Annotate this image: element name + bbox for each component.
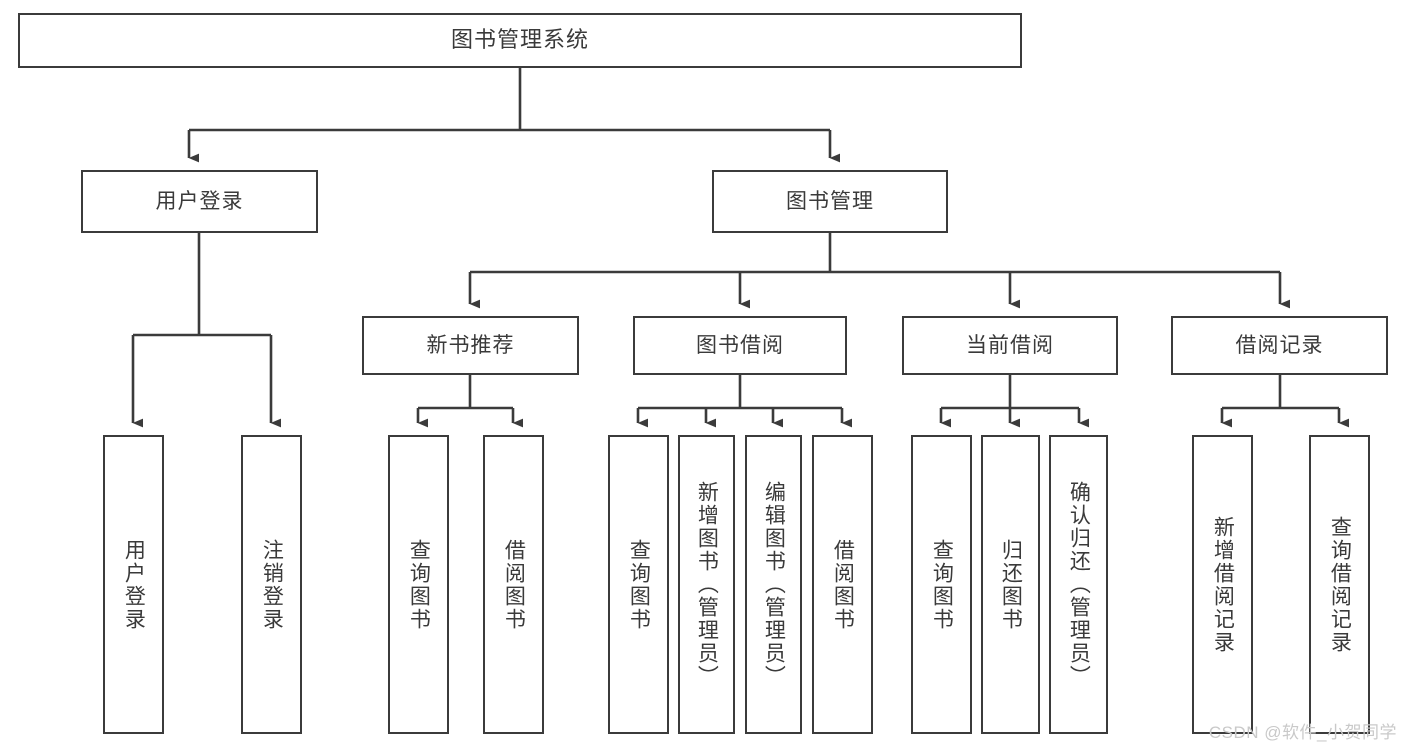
node-borrow-record[interactable]: 借阅记录 xyxy=(1171,316,1388,375)
leaf-query-book-current[interactable]: 查询图书 xyxy=(911,435,972,734)
node-label: 查询借阅记录 xyxy=(1328,515,1352,654)
node-label: 借阅图书 xyxy=(502,538,526,631)
node-label: 图书借阅 xyxy=(696,333,784,357)
node-label: 查询图书 xyxy=(627,538,651,631)
leaf-borrow-book[interactable]: 借阅图书 xyxy=(812,435,873,734)
node-label: 借阅图书 xyxy=(831,538,855,631)
leaf-return-book[interactable]: 归还图书 xyxy=(981,435,1040,734)
node-label: 查询图书 xyxy=(930,538,954,631)
node-label: 图书管理 xyxy=(786,189,874,213)
node-label: 确认归还（管理员） xyxy=(1067,481,1091,688)
csdn-watermark: CSDN @软件_小贺同学 xyxy=(1208,723,1397,742)
node-label: 注销登录 xyxy=(260,538,284,631)
leaf-add-borrow-record[interactable]: 新增借阅记录 xyxy=(1192,435,1253,734)
node-label: 查询图书 xyxy=(407,538,431,631)
leaf-query-book-borrow[interactable]: 查询图书 xyxy=(608,435,669,734)
node-label: 新增借阅记录 xyxy=(1211,515,1235,654)
node-user-login[interactable]: 用户登录 xyxy=(81,170,318,233)
node-label: 用户登录 xyxy=(122,538,146,631)
node-label: 当前借阅 xyxy=(966,333,1054,357)
leaf-add-book-admin[interactable]: 新增图书（管理员） xyxy=(678,435,735,734)
node-label: 新增图书（管理员） xyxy=(695,481,719,688)
leaf-edit-book-admin[interactable]: 编辑图书（管理员） xyxy=(745,435,802,734)
leaf-confirm-return-admin[interactable]: 确认归还（管理员） xyxy=(1049,435,1108,734)
node-label: 借阅记录 xyxy=(1235,333,1324,357)
leaf-query-borrow-record[interactable]: 查询借阅记录 xyxy=(1309,435,1370,734)
node-label: 图书管理系统 xyxy=(450,27,589,53)
node-book-borrow[interactable]: 图书借阅 xyxy=(633,316,847,375)
node-label: 用户登录 xyxy=(155,189,244,213)
node-root-book-management-system[interactable]: 图书管理系统 xyxy=(18,13,1022,68)
leaf-borrow-book-newbook[interactable]: 借阅图书 xyxy=(483,435,544,734)
node-new-book-recommend[interactable]: 新书推荐 xyxy=(362,316,579,375)
node-current-borrow[interactable]: 当前借阅 xyxy=(902,316,1118,375)
leaf-logout-login[interactable]: 注销登录 xyxy=(241,435,302,734)
leaf-user-login[interactable]: 用户登录 xyxy=(103,435,164,734)
node-label: 编辑图书（管理员） xyxy=(762,481,786,688)
leaf-query-book-newbook[interactable]: 查询图书 xyxy=(388,435,449,734)
node-label: 新书推荐 xyxy=(426,333,515,357)
node-label: 归还图书 xyxy=(999,538,1023,631)
node-book-management[interactable]: 图书管理 xyxy=(712,170,948,233)
